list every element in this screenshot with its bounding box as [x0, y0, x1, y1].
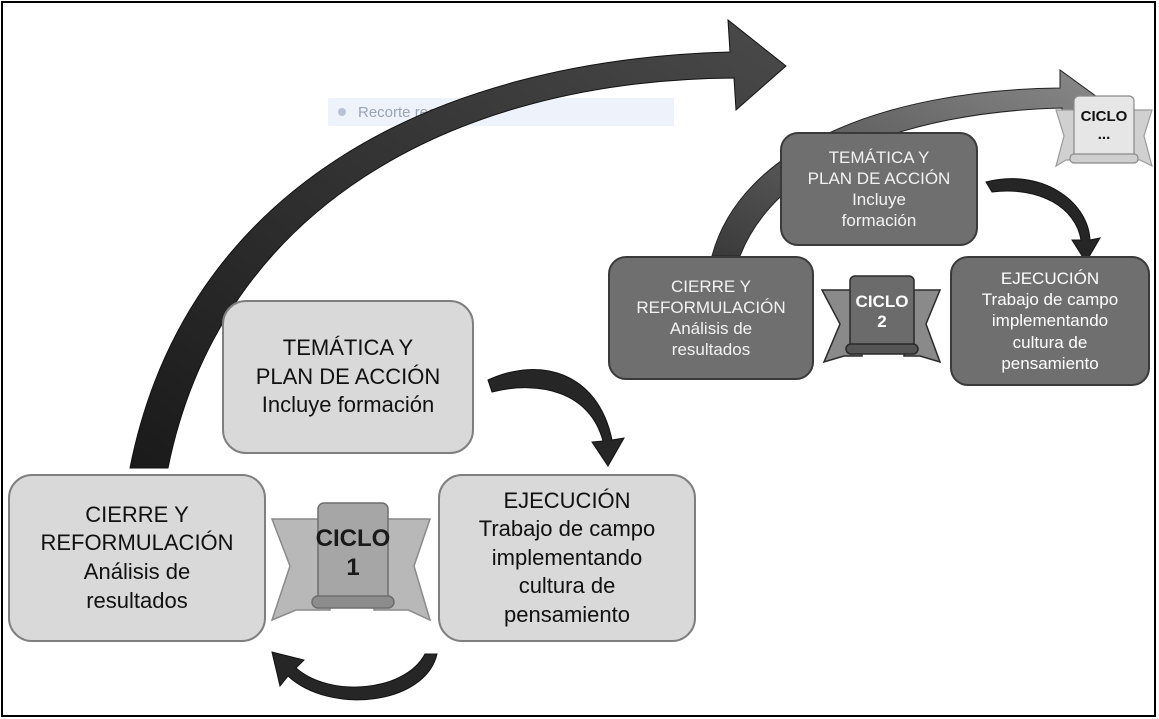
scroll-badge-cycle2	[820, 275, 942, 364]
cycle1-closure-line1: CIERRE Y	[85, 501, 189, 527]
cycle2-closure-line1: CIERRE Y	[671, 276, 751, 296]
cycle2-closure-line3: Análisis de	[669, 319, 753, 338]
cycle2-execution-line3: implementando	[991, 311, 1109, 331]
cycle1-badge-line2: 1	[346, 554, 360, 581]
radio-dot-icon	[338, 108, 346, 116]
cycle2-plan-line1: TEMÁTICA Y	[828, 147, 930, 167]
next-cycle-badge-line2: ...	[1097, 126, 1111, 143]
next-cycle-badge-label: CICLO ...	[1074, 100, 1134, 152]
cycle1-execution-line4: cultura de	[518, 573, 616, 599]
cycle1-execution-line5: pensamiento	[504, 601, 630, 627]
cycle1-plan-box: TEMÁTICA Y PLAN DE ACCIÓN Incluye formac…	[222, 300, 474, 454]
cycle1-execution-line3: implementando	[491, 544, 643, 570]
cycle2-badge-line2: 2	[877, 312, 887, 331]
cycle2-badge-label: CICLO 2	[850, 282, 914, 342]
cycle2-closure-box: CIERRE Y REFORMULACIÓN Análisis de resul…	[608, 256, 814, 380]
cycle1-closure-line3: Análisis de	[83, 559, 191, 584]
cycle2-closure-line2: REFORMULACIÓN	[636, 297, 786, 317]
cycle2-closure-line4: resultados	[671, 340, 751, 360]
cycle1-closure-box: CIERRE Y REFORMULACIÓN Análisis de resul…	[8, 474, 266, 642]
arrow-plan-to-execution-1	[487, 369, 625, 467]
cycle1-plan-line3: Incluye formación	[261, 392, 435, 418]
cycle1-execution-line1: EJECUCIÓN	[503, 487, 631, 513]
cycle1-plan-line2: PLAN DE ACCIÓN	[255, 363, 441, 389]
arrow-execution-to-closure-1	[271, 651, 438, 701]
cycle1-plan-line1: TEMÁTICA Y	[282, 335, 414, 361]
cycle1-badge-line1: CICLO	[315, 525, 391, 553]
cycle1-execution-line2: Trabajo de campo	[478, 516, 656, 542]
scroll-badge-cycle1	[270, 502, 432, 622]
cycle2-plan-line4: formación	[841, 211, 917, 231]
cycle2-execution-line5: pensamiento	[1001, 353, 1099, 373]
arrow-plan-to-execution-2	[985, 178, 1101, 263]
cycle2-badge-line1: CICLO	[855, 291, 909, 311]
cycle1-closure-line4: resultados	[86, 587, 188, 613]
cycle2-plan-line2: PLAN DE ACCIÓN	[807, 168, 951, 188]
next-cycle-badge-line1: CICLO	[1080, 108, 1128, 125]
cycle1-closure-line2: REFORMULACIÓN	[40, 530, 234, 556]
cycle2-execution-line4: cultura de	[1012, 332, 1088, 352]
cycle1-badge-label: CICLO 1	[315, 512, 391, 596]
scroll-badge-next	[1055, 95, 1153, 168]
arrow-cycle1-to-cycle2	[129, 18, 787, 469]
cycle2-plan-box: TEMÁTICA Y PLAN DE ACCIÓN Incluye formac…	[780, 132, 978, 246]
cycle2-execution-line2: Trabajo de campo	[981, 290, 1119, 310]
cycle2-plan-line3: Incluye	[852, 190, 906, 209]
cycle1-execution-box: EJECUCIÓN Trabajo de campo implementando…	[438, 474, 696, 642]
cycle2-execution-line1: EJECUCIÓN	[1000, 268, 1100, 288]
cycle2-execution-box: EJECUCIÓN Trabajo de campo implementando…	[950, 256, 1150, 386]
